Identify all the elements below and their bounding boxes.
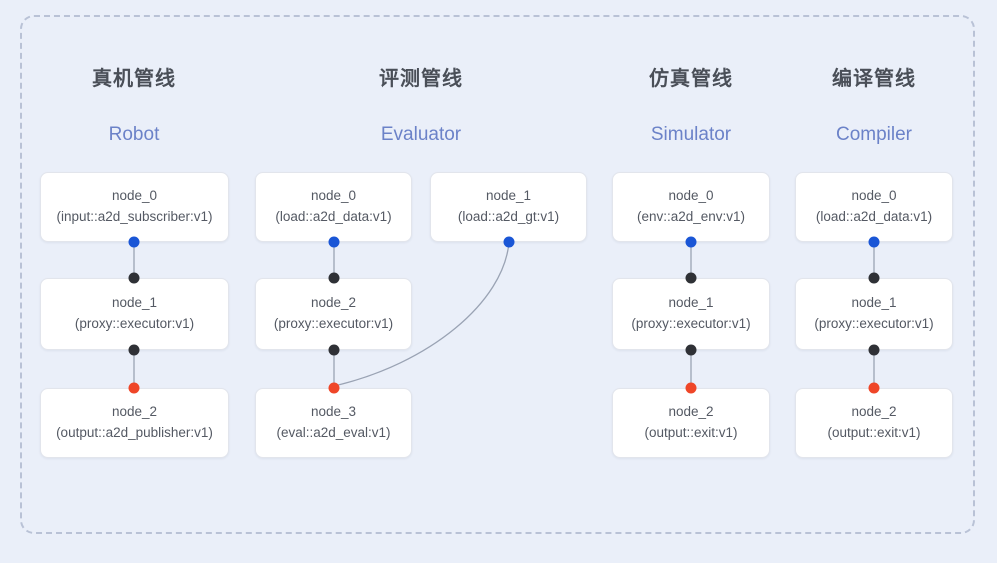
node-kind-label: (eval::a2d_eval:v1): [276, 425, 391, 440]
node-kind-label: (proxy::executor:v1): [74, 316, 195, 331]
node-box[interactable]: node_1(proxy::executor:v1): [795, 278, 953, 350]
column-title-3: 编译管线: [832, 68, 916, 90]
node-id-label: node_0: [111, 188, 158, 204]
port-output-blue-dot[interactable]: [685, 236, 697, 248]
node-id-label: node_1: [668, 295, 714, 311]
node-id-label: node_2: [668, 404, 714, 420]
port-output-blue-dot[interactable]: [128, 236, 140, 248]
column-title-0: 真机管线: [92, 68, 176, 90]
node-kind-label: (proxy::executor:v1): [814, 316, 934, 331]
node-kind-label: (env::a2d_env:v1): [636, 209, 746, 224]
column-title-1: 评测管线: [379, 68, 463, 90]
node-kind-label: (proxy::executor:v1): [273, 316, 394, 331]
port-output-blue-dot[interactable]: [328, 236, 340, 248]
node-box[interactable]: node_1(proxy::executor:v1): [612, 278, 770, 350]
node-id-label: node_0: [310, 188, 357, 204]
node-box[interactable]: node_2(output::a2d_publisher:v1): [40, 388, 229, 458]
node-box[interactable]: node_1(proxy::executor:v1): [40, 278, 229, 350]
node-box[interactable]: node_0(env::a2d_env:v1): [612, 172, 770, 242]
node-id-label: node_3: [310, 404, 357, 420]
node-box[interactable]: node_2(output::exit:v1): [612, 388, 770, 458]
node-kind-label: (input::a2d_subscriber:v1): [56, 209, 213, 224]
port-input-red-dot[interactable]: [868, 382, 880, 394]
node-kind-label: (output::a2d_publisher:v1): [56, 425, 213, 440]
column-subtitle-3: Compiler: [835, 124, 913, 145]
node-id-label: node_2: [111, 404, 158, 420]
port-input-red-dot[interactable]: [328, 382, 340, 394]
port-output-black-dot[interactable]: [868, 344, 880, 356]
node-id-label: node_0: [851, 188, 897, 204]
port-input-black-dot[interactable]: [685, 272, 697, 284]
port-output-black-dot[interactable]: [128, 344, 140, 356]
node-kind-label: (load::a2d_data:v1): [275, 209, 392, 224]
column-subtitle-0: Robot: [108, 124, 160, 145]
port-input-black-dot[interactable]: [128, 272, 140, 284]
port-input-red-dot[interactable]: [685, 382, 697, 394]
node-id-label: node_2: [310, 295, 357, 311]
node-box[interactable]: node_2(proxy::executor:v1): [255, 278, 412, 350]
port-output-black-dot[interactable]: [328, 344, 340, 356]
node-box[interactable]: node_3(eval::a2d_eval:v1): [255, 388, 412, 458]
node-box[interactable]: node_0(load::a2d_data:v1): [795, 172, 953, 242]
node-kind-label: (output::exit:v1): [827, 425, 921, 440]
node-id-label: node_2: [851, 404, 897, 420]
node-id-label: node_1: [851, 295, 897, 311]
node-id-label: node_1: [485, 188, 532, 204]
port-output-black-dot[interactable]: [685, 344, 697, 356]
node-kind-label: (output::exit:v1): [644, 425, 738, 440]
port-output-blue-dot[interactable]: [503, 236, 515, 248]
node-kind-label: (load::a2d_gt:v1): [457, 209, 560, 224]
node-box[interactable]: node_2(output::exit:v1): [795, 388, 953, 458]
node-id-label: node_1: [111, 295, 158, 311]
node-kind-label: (proxy::executor:v1): [631, 316, 751, 331]
port-output-blue-dot[interactable]: [868, 236, 880, 248]
column-title-2: 仿真管线: [649, 68, 733, 90]
column-subtitle-2: Simulator: [650, 124, 732, 145]
node-box[interactable]: node_1(load::a2d_gt:v1): [430, 172, 587, 242]
node-box[interactable]: node_0(load::a2d_data:v1): [255, 172, 412, 242]
port-input-black-dot[interactable]: [328, 272, 340, 284]
port-input-red-dot[interactable]: [128, 382, 140, 394]
pipeline-group-frame: [20, 15, 975, 534]
node-id-label: node_0: [668, 188, 714, 204]
node-box[interactable]: node_0(input::a2d_subscriber:v1): [40, 172, 229, 242]
column-subtitle-1: Evaluator: [380, 124, 462, 145]
port-input-black-dot[interactable]: [868, 272, 880, 284]
node-kind-label: (load::a2d_data:v1): [815, 209, 933, 224]
